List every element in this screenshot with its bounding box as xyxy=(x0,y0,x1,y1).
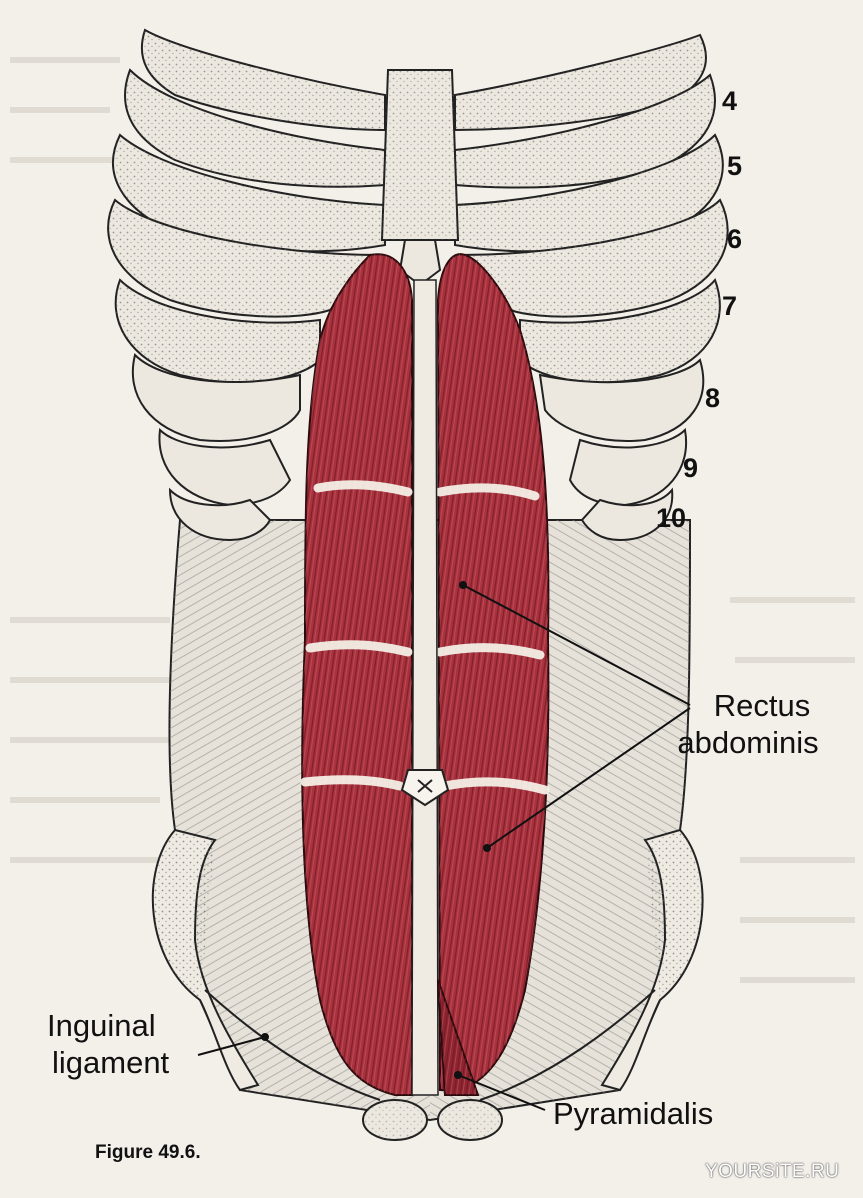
inguinal-label-line2: ligament xyxy=(52,1044,170,1080)
rib-number-9: 9 xyxy=(683,453,699,483)
iliac-crests xyxy=(151,828,704,1092)
pubic-bones xyxy=(362,1099,503,1141)
pyramidalis-muscle xyxy=(437,979,480,1096)
leader-pyramidalis xyxy=(457,1074,546,1111)
umbilicus xyxy=(400,769,450,807)
inguinal-ligament-label: Inguinal ligament xyxy=(47,1008,169,1081)
rib-number-10: 10 xyxy=(656,503,687,533)
linea-alba xyxy=(400,279,450,1096)
leader-inguinal xyxy=(197,1036,266,1056)
leader-dots xyxy=(261,581,491,1079)
leader-lines xyxy=(197,584,691,1111)
rib-number-4: 4 xyxy=(722,86,738,116)
pyramidalis-label: Pyramidalis xyxy=(553,1096,714,1131)
tendinous-intersections xyxy=(300,480,550,795)
rectus-label-line1: Rectus xyxy=(713,688,811,723)
rectus-label-line2: abdominis xyxy=(677,724,819,760)
leader-rectus-lower xyxy=(486,707,691,849)
leader-rectus-upper xyxy=(462,584,691,706)
watermark-text: YOURSiTE.RU xyxy=(705,1161,840,1182)
rib-cage-right-stipple xyxy=(455,35,728,383)
figure-caption: Figure 49.6. xyxy=(95,1142,201,1163)
rib-number-5: 5 xyxy=(727,151,743,181)
rib-cage-left-stipple xyxy=(108,30,385,383)
inguinal-label-line1: Inguinal xyxy=(47,1008,156,1043)
rib-number-8: 8 xyxy=(705,383,721,413)
rib-number-6: 6 xyxy=(727,224,743,254)
rectus-abdominis-label: Rectus abdominis xyxy=(677,688,827,761)
rectus-abdominis-left xyxy=(301,253,413,1096)
sternum xyxy=(380,69,460,287)
rib-number-7: 7 xyxy=(722,291,738,321)
